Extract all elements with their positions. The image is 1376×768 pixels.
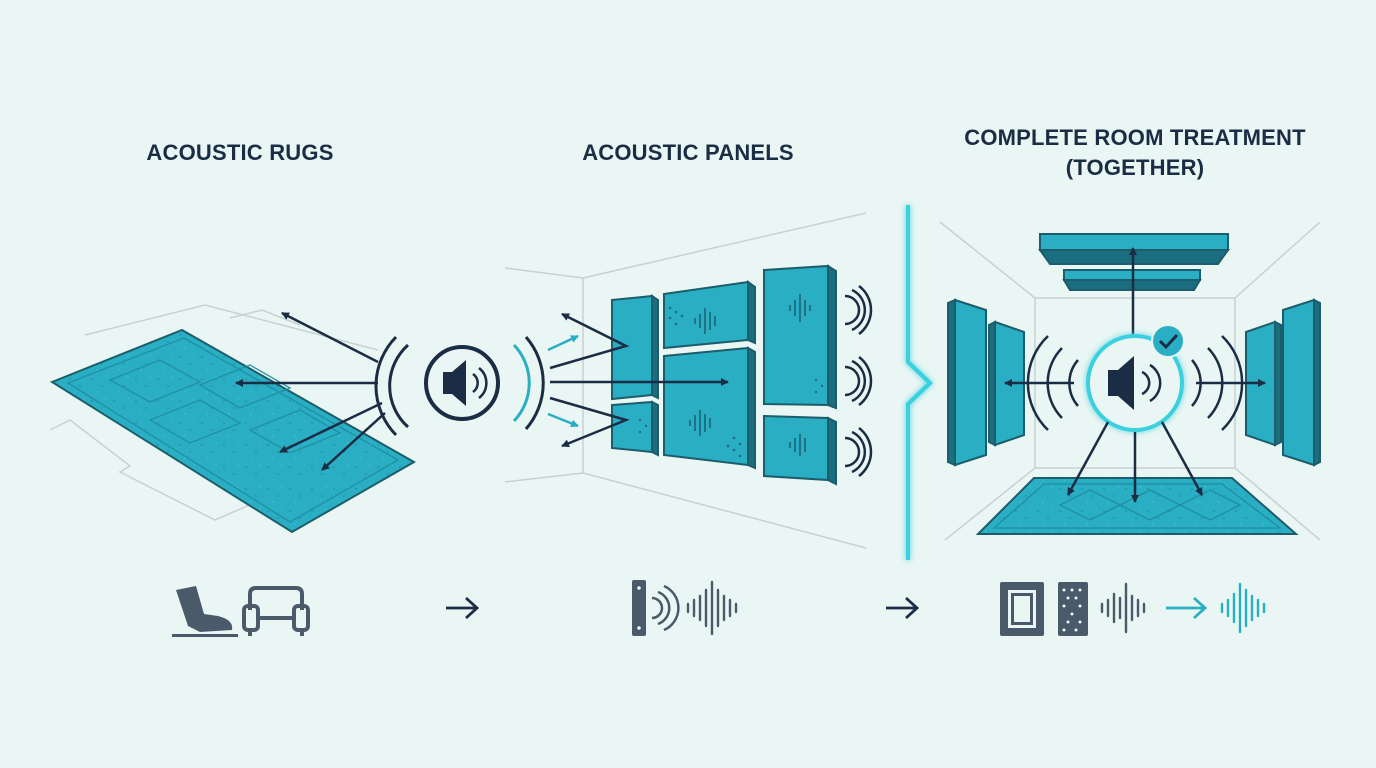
floor-outline-top — [84, 304, 379, 351]
arrow-right-icon — [446, 596, 480, 620]
section-title-combined-line2: (TOGETHER) — [1065, 155, 1205, 180]
wall-speaker-icon — [632, 580, 680, 636]
foot-step-icon — [172, 586, 238, 637]
section-title-rugs: ACOUSTIC RUGS — [146, 140, 334, 165]
arrow-right-icon — [1166, 596, 1208, 620]
divider-line-2 — [906, 205, 933, 560]
sound-wave-icon — [1220, 582, 1266, 634]
speaker-icon — [374, 335, 545, 437]
sound-wave-icon — [686, 580, 738, 636]
speaker-icon — [1108, 356, 1134, 410]
rugs-illustration — [49, 304, 417, 534]
panels-illustration — [504, 212, 873, 549]
acoustic-panel — [611, 264, 837, 486]
armchair-icon — [242, 586, 310, 636]
arrow-right-icon — [886, 596, 920, 620]
floor-outline-bottom — [49, 419, 331, 521]
acoustic-rug — [49, 328, 417, 534]
section-title-panels: ACOUSTIC PANELS — [582, 140, 794, 165]
section-title-combined: COMPLETE ROOM TREATMENT (TOGETHER) — [930, 123, 1340, 183]
section-title-combined-line1: COMPLETE ROOM TREATMENT — [964, 125, 1306, 150]
sound-wave-icon — [1100, 582, 1146, 634]
panel-icon — [1000, 582, 1044, 636]
perforated-panel-icon — [1058, 582, 1088, 636]
combined-illustration — [939, 221, 1321, 541]
check-badge-icon — [1151, 324, 1185, 358]
